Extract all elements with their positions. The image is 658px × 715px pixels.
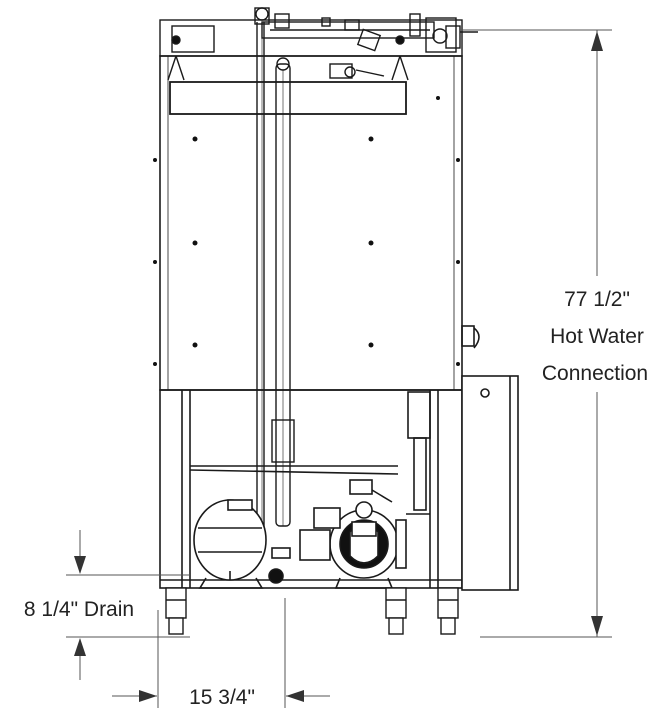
top-header-assembly <box>159 7 478 81</box>
lower-frame <box>159 389 463 589</box>
drain-arrow-top <box>74 556 86 574</box>
main-cabinet <box>159 55 480 391</box>
legs <box>165 587 459 635</box>
height-dimension <box>460 29 612 638</box>
cabinet-rivets <box>153 96 460 366</box>
drain-label: 8 1/4" Drain <box>24 598 134 621</box>
width-arrow-right <box>286 690 304 702</box>
pump-motor <box>268 479 430 589</box>
booster-tank <box>193 499 267 589</box>
vertical-pipes <box>256 22 295 548</box>
height-label-line3: Connection <box>542 362 648 385</box>
drain-arrow-bottom <box>74 638 86 656</box>
width-dimension <box>112 598 330 708</box>
width-label: 15 3/4" <box>189 686 255 709</box>
height-arrow-bottom <box>591 616 603 636</box>
height-label-line2: Hot Water <box>550 325 644 348</box>
height-arrow-top <box>591 31 603 51</box>
width-arrow-left <box>139 690 157 702</box>
height-label-line1: 77 1/2" <box>564 288 630 311</box>
drain-dimension <box>66 530 190 680</box>
control-box <box>461 375 519 591</box>
